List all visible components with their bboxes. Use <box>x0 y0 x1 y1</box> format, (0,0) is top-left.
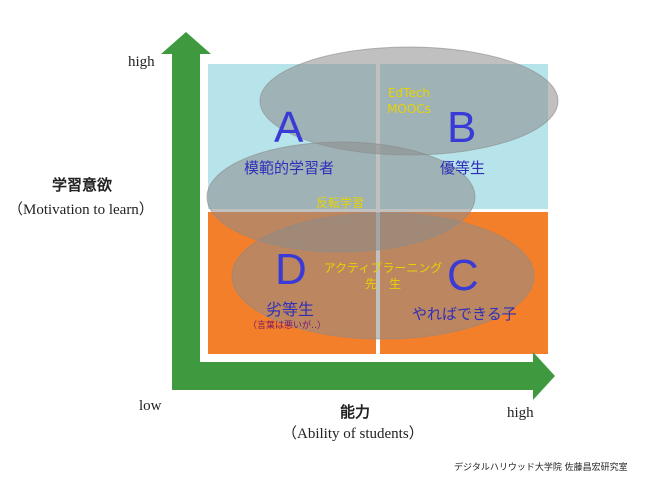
y-axis-subtitle: （Motivation to learn） <box>8 202 154 218</box>
flipped-learning-label: 反転学習 <box>315 196 364 210</box>
x-axis-high-label: high <box>507 405 534 421</box>
x-axis-arrow <box>172 352 555 400</box>
edtech-ellipse <box>259 46 559 156</box>
quadrant-d-label: 劣等生 <box>266 300 315 319</box>
active-learning-ellipse <box>231 212 535 340</box>
quadrant-c-label: やればできる子 <box>412 305 517 323</box>
x-axis-subtitle: （Ability of students） <box>282 426 424 442</box>
y-axis-arrow <box>161 32 211 390</box>
quadrant-a-label: 模範的学習者 <box>244 159 335 177</box>
quadrant-d-letter: D <box>275 245 307 294</box>
active-learning-label-line1: アクティブラーニング <box>323 261 443 275</box>
x-axis-title: 能力 <box>340 403 371 421</box>
quadrant-b-letter: B <box>447 103 477 152</box>
edtech-label-line2: MOOCs <box>387 102 431 116</box>
y-axis-title: 学習意欲 <box>52 176 113 194</box>
quadrant-b-label: 優等生 <box>440 159 486 177</box>
active-learning-label-line2: 先 生 <box>364 277 401 291</box>
quadrant-a-letter: A <box>274 103 304 152</box>
origin-low-label: low <box>139 398 162 414</box>
credit-text: デジタルハリウッド大学院 佐藤昌宏研究室 <box>454 463 628 473</box>
edtech-label-line1: EdTech <box>387 86 431 100</box>
quadrant-d-note: （言葉は悪いが‥） <box>248 321 327 331</box>
y-axis-high-label: high <box>128 54 155 70</box>
quadrant-c-letter: C <box>447 251 479 300</box>
